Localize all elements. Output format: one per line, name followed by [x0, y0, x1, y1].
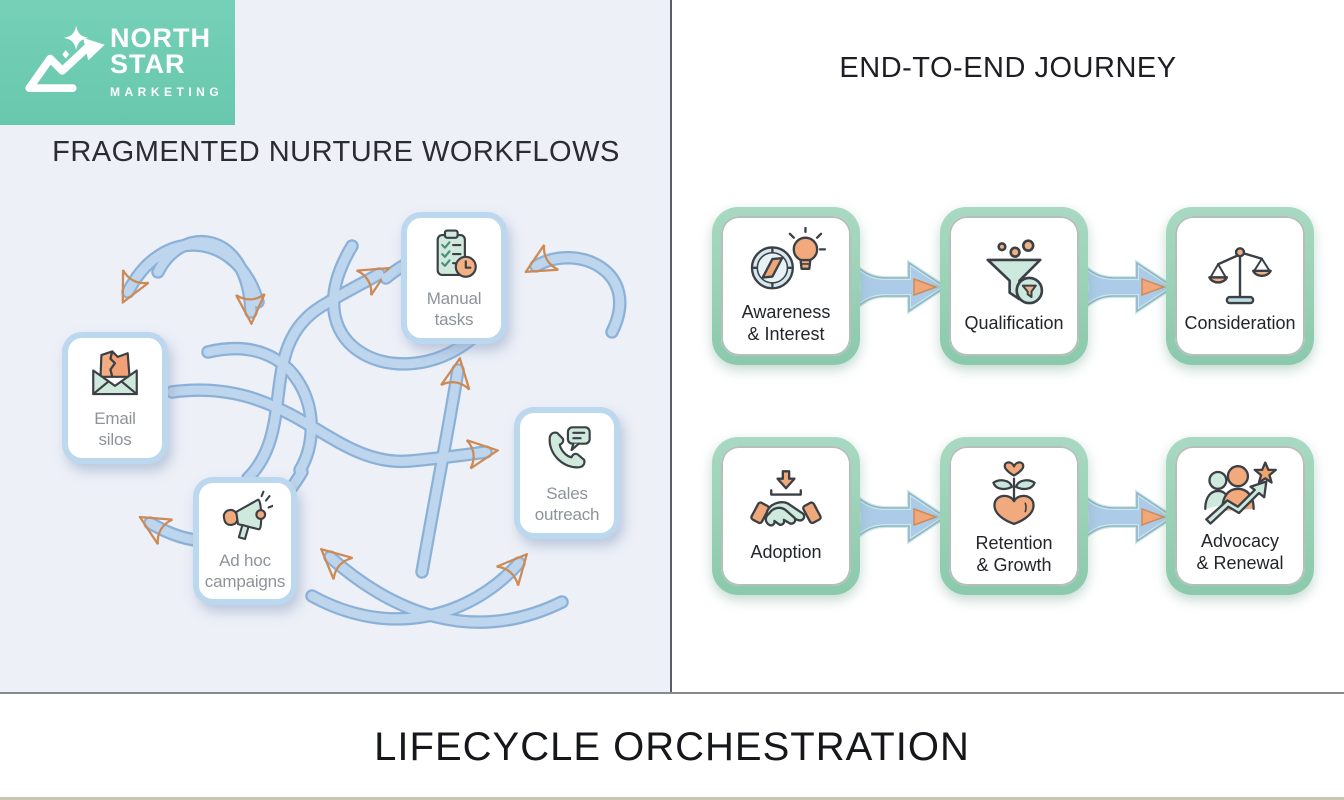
funnel-icon	[986, 238, 1044, 304]
compass-lightbulb-icon	[750, 226, 827, 289]
chaos-box-label: Sales outreach	[534, 484, 600, 524]
fragmented-workflows-panel: NORTH STAR MARKETING FRAGMENTED NURTURE …	[0, 0, 672, 692]
stage-awareness-interest: Awareness & Interest	[712, 207, 860, 365]
megaphone-icon	[222, 491, 273, 541]
phone-chat-icon	[548, 426, 591, 469]
left-panel-title: FRAGMENTED NURTURE WORKFLOWS	[52, 136, 620, 168]
chaos-box-ad-hoc-campaigns: Ad hoc campaigns	[193, 477, 297, 605]
stage-retention-growth: Retention & Growth	[940, 437, 1088, 595]
chaos-box-sales-outreach: Sales outreach	[514, 407, 620, 539]
stage-advocacy-renewal: Advocacy & Renewal	[1166, 437, 1314, 595]
chaos-box-label: Email silos	[94, 409, 136, 449]
right-panel-title: END-TO-END JOURNEY	[839, 52, 1177, 84]
stage-adoption: Adoption	[712, 437, 860, 595]
stage-label: Consideration	[1184, 312, 1296, 333]
flow-arrow-icon	[849, 259, 949, 315]
stage-qualification: Qualification	[940, 207, 1088, 365]
north-star-logo: NORTH STAR MARKETING	[0, 0, 235, 125]
clipboard-clock-icon	[436, 229, 477, 279]
flow-arrow-icon	[849, 489, 949, 545]
stage-label: Adoption	[750, 541, 822, 562]
advocates-growth-icon	[1204, 460, 1277, 525]
chaos-box-label: Ad hoc campaigns	[204, 551, 286, 591]
chaos-box-label: Manual tasks	[426, 289, 482, 329]
tangled-arrows-graphic	[121, 234, 627, 629]
mountain-arrow-star-icon	[25, 25, 105, 92]
logo-text: NORTH STAR MARKETING	[110, 23, 224, 99]
chaos-box-manual-tasks: Manual tasks	[401, 212, 507, 344]
end-to-end-journey-panel: END-TO-END JOURNEY	[672, 0, 1344, 692]
chaos-box-email-silos: Email silos	[62, 332, 168, 464]
footer-band: LIFECYCLE ORCHESTRATION	[0, 692, 1344, 800]
handshake-icon	[750, 469, 822, 527]
footer-title: LIFECYCLE ORCHESTRATION	[374, 724, 970, 769]
heart-plant-icon	[992, 460, 1036, 525]
logo-name: NORTH STAR	[110, 23, 211, 79]
stage-label: Retention & Growth	[975, 532, 1053, 575]
stage-label: Awareness & Interest	[741, 301, 831, 344]
flow-arrow-icon	[1077, 489, 1177, 545]
tangle-over-strokes	[128, 237, 624, 627]
logo-subtitle: MARKETING	[110, 84, 224, 99]
broken-email-icon	[92, 350, 138, 396]
stage-label: Qualification	[964, 312, 1064, 333]
stage-consideration: Consideration	[1166, 207, 1314, 365]
bottom-edge-strip	[0, 797, 1344, 800]
balance-scale-icon	[1208, 246, 1272, 304]
flow-arrow-icon	[1077, 259, 1177, 315]
stage-label: Advocacy & Renewal	[1196, 530, 1284, 573]
